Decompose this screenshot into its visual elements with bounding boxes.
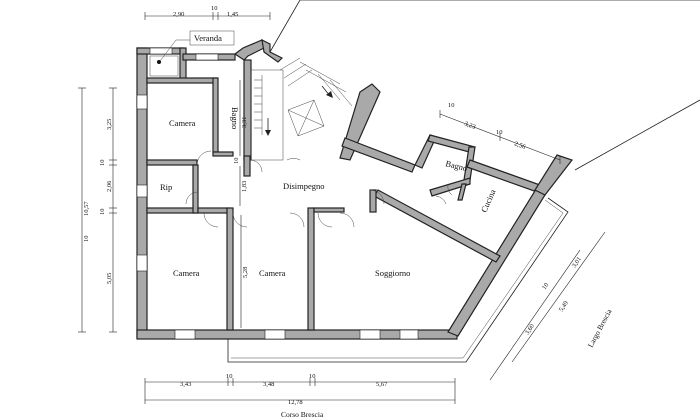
dim-left-c: 5,05 — [106, 273, 113, 284]
windows — [136, 47, 419, 340]
street-labels: Corso Brescia Largo Brescia — [281, 307, 614, 419]
room-label-rip: Rip — [160, 182, 172, 192]
dim-left-10c: 10 — [99, 209, 106, 216]
dim-top-right-10a: 10 — [448, 102, 455, 109]
dim-top-right-10b: 10 — [496, 129, 503, 136]
dim-left-10a: 10 — [83, 236, 90, 243]
dim-bottom-a: 3,43 — [180, 381, 191, 388]
street-label-right: Largo Brescia — [586, 307, 614, 349]
dim-bottom-total: 12,78 — [288, 399, 303, 406]
dim-right-10: 10 — [541, 282, 550, 291]
room-label-camera-mid: Camera — [259, 268, 286, 278]
dimension-top-right: 10 3,23 10 2,56 — [439, 102, 561, 164]
dim-left-total: 10,57 — [83, 201, 90, 216]
staircase — [250, 57, 353, 161]
dimension-bottom: 3,43 10 3,48 10 5,67 12,78 — [144, 373, 456, 406]
room-label-disimpegno: Disimpegno — [283, 181, 325, 191]
dim-left-10b: 10 — [99, 160, 106, 167]
dim-bagno-10: 10 — [233, 158, 240, 165]
dim-top-right-a: 3,23 — [463, 120, 476, 131]
dim-bottom-c: 5,67 — [376, 381, 388, 388]
dim-top-b: 10 — [211, 5, 218, 12]
dim-bagno-h: 3,31 — [241, 117, 248, 128]
street-label-bottom: Corso Brescia — [281, 410, 324, 419]
dim-bottom-b: 3,48 — [263, 381, 274, 388]
interior-walls — [146, 77, 471, 331]
room-label-soggiorno: Soggiorno — [375, 268, 410, 278]
dim-top-c: 1,45 — [227, 11, 238, 18]
dim-right-c: 5,49 — [558, 300, 570, 313]
balcony-outline — [227, 197, 569, 363]
doors — [185, 150, 453, 228]
dim-right-a: 3,01 — [571, 256, 583, 269]
dim-top-right-b: 2,56 — [513, 140, 527, 151]
dim-left-a: 3,25 — [106, 119, 113, 130]
room-label-cucina: Cucina — [479, 188, 498, 214]
dim-top-a: 2,90 — [173, 11, 184, 18]
dim-bottom-10a: 10 — [226, 373, 233, 380]
courtyard-boundary — [269, 0, 700, 171]
room-label-bagno-right: Bagno — [445, 158, 469, 173]
dimension-top: 2,90 10 1,45 — [144, 5, 271, 20]
dimension-left: 10,57 10 3,25 10 2,06 10 5,05 — [78, 87, 117, 333]
room-label-camera-left: Camera — [173, 268, 200, 278]
dim-right-b: 3,60 — [524, 323, 536, 336]
dim-hall-h: 1,83 — [241, 181, 248, 192]
room-label-camera-top: Camera — [169, 118, 196, 128]
room-labels: Veranda Camera Rip Disimpegno Camera Cam… — [160, 33, 498, 278]
room-label-veranda: Veranda — [194, 33, 222, 43]
room-label-bagno-small: Bagno — [230, 107, 240, 129]
veranda-detail — [149, 30, 235, 77]
dimension-interior: 3,31 10 1,83 5,28 — [233, 80, 249, 328]
dim-camera-mid-h: 5,28 — [242, 267, 249, 278]
dim-bottom-10b: 10 — [309, 373, 316, 380]
dim-left-b: 2,06 — [106, 180, 113, 192]
